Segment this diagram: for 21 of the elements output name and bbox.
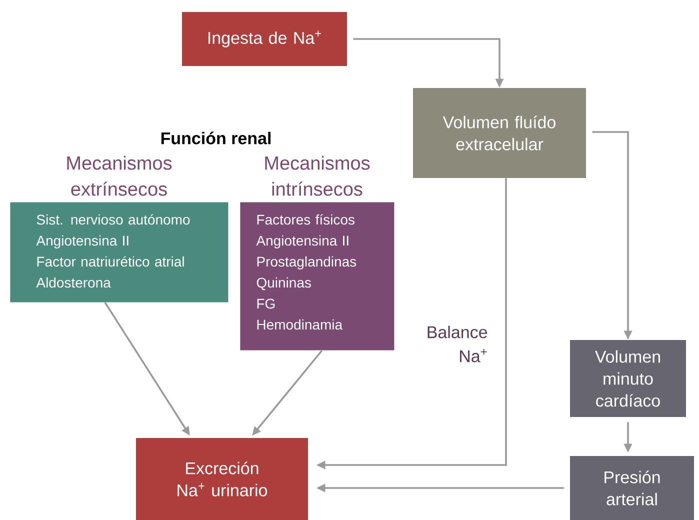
group-heading: Mecanismos intrínsecos — [265, 156, 370, 196]
node-label: Hemodinamia — [257, 319, 343, 330]
node-label: FG — [257, 298, 275, 309]
node-label: Prostaglandinas — [257, 256, 356, 270]
node-label: Factor natriurético atrial — [37, 256, 184, 267]
node-label: Sist. nervioso autónomo — [36, 214, 190, 225]
node-label: Angiotensina II — [256, 235, 348, 248]
process-box: Excreción Na$^{+}$ urinario — [136, 438, 308, 520]
edge-label: Balance Na$^{+}$ — [428, 326, 488, 362]
list-box: Sist. nervioso autónomo Angiotensina II Factor natriurético atrial Aldosterona — [10, 202, 228, 302]
process-box: Ingesta de Na$^{+}$ — [182, 12, 347, 66]
process-box: Presión arterial — [570, 456, 694, 520]
node-label: Quininas — [256, 277, 311, 290]
list-box: Factores físicos Angiotensina II Prostaglandinas Quininas FG Hemodinamia — [240, 202, 394, 350]
process-box: Volumen fluído extracelular — [413, 88, 586, 178]
node-label: Aldosterona — [36, 277, 111, 288]
section-title: Función renal — [161, 132, 271, 144]
group-heading: Mecanismos extrínsecos — [67, 156, 172, 196]
node-label: Angiotensina II — [36, 235, 128, 248]
node-label: Factores físicos — [257, 214, 354, 225]
process-box: Volumen minuto cardíaco — [570, 340, 686, 417]
